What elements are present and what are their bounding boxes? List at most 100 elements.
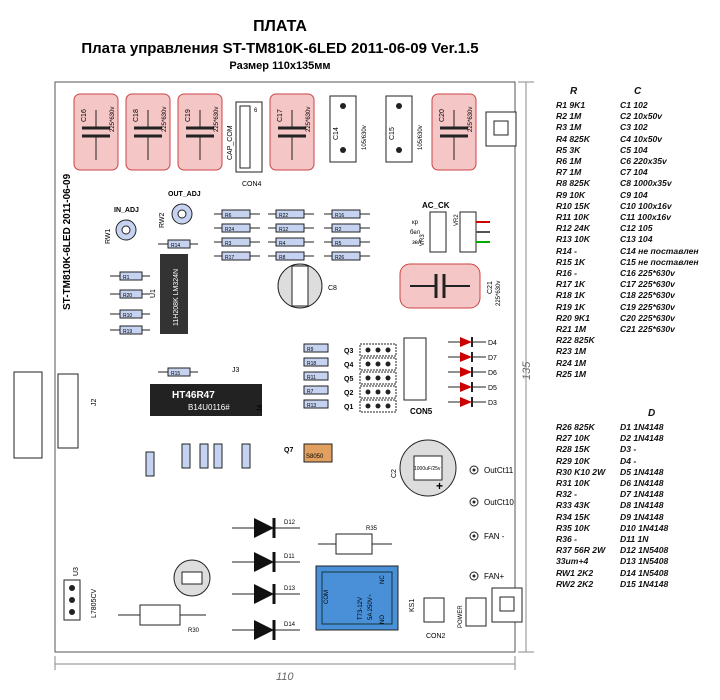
bom-r-cell: R22 825K bbox=[556, 335, 595, 346]
svg-text:T73-12V: T73-12V bbox=[358, 597, 364, 620]
svg-text:105/630v: 105/630v bbox=[418, 125, 424, 150]
svg-text:R8: R8 bbox=[279, 255, 286, 261]
svg-text:D4: D4 bbox=[488, 340, 497, 347]
power-connector: POWER bbox=[458, 597, 487, 628]
svg-text:C19: C19 bbox=[185, 109, 192, 122]
bom-r-cell: RW2 2K2 bbox=[556, 578, 594, 589]
svg-text:R3: R3 bbox=[225, 241, 232, 247]
bom-c-cell: C11 100x16v bbox=[620, 212, 671, 222]
bom-d-cell: D8 1N4148 bbox=[620, 500, 664, 511]
power-diode-d13: D13 bbox=[232, 584, 300, 604]
resistor-r4: R4 bbox=[268, 237, 314, 247]
svg-text:R17: R17 bbox=[225, 255, 234, 261]
svg-text:R14: R14 bbox=[171, 243, 180, 249]
bom-d-cell: D3 - bbox=[620, 444, 637, 455]
svg-text:1000uF/25v: 1000uF/25v bbox=[414, 466, 441, 472]
svg-text:R26: R26 bbox=[335, 255, 344, 261]
svg-text:D11: D11 bbox=[284, 554, 295, 560]
bom-r-cell: R33 43K bbox=[556, 500, 590, 511]
bom-r-cell: R18 1K bbox=[556, 290, 586, 301]
bom-r-cell: R31 10K bbox=[556, 478, 590, 488]
small-part-4 bbox=[241, 443, 251, 469]
svg-text:R9: R9 bbox=[307, 347, 314, 353]
transistor-q4: Q4 bbox=[344, 357, 397, 371]
transistor-q3: Q3 bbox=[344, 343, 397, 357]
svg-text:R11: R11 bbox=[307, 375, 316, 381]
bom-r-cell: R15 1K bbox=[556, 256, 586, 267]
bom-r-cell: R12 24K bbox=[556, 223, 590, 234]
small-part-3 bbox=[213, 443, 223, 469]
bom-r-cell: R28 15K bbox=[556, 444, 590, 455]
svg-text:D6: D6 bbox=[488, 370, 497, 377]
page-title: ПЛАТА bbox=[253, 18, 307, 35]
bom-r-cell: R4 825K bbox=[556, 133, 590, 144]
bom-d-cell: D1 1N4148 bbox=[620, 422, 664, 432]
bom-rc-row: R16 -C16 225*630v bbox=[556, 268, 716, 279]
bom-rd-row: R28 15K D3 - bbox=[556, 444, 716, 455]
svg-text:HT46R47: HT46R47 bbox=[172, 390, 215, 401]
svg-text:225*630v: 225*630v bbox=[306, 107, 312, 132]
j3-label: J3 bbox=[232, 367, 240, 374]
power-diode-d11: D11 bbox=[232, 552, 300, 572]
resistor-r2: R2 bbox=[324, 223, 370, 233]
output-0: OutCt11 bbox=[469, 465, 514, 475]
transistor-q1: Q1 bbox=[344, 399, 397, 413]
bom-c-cell: C17 225*630v bbox=[620, 279, 675, 290]
bom-r-cell: 33uт+4 bbox=[556, 556, 589, 567]
small-part-0 bbox=[145, 451, 155, 477]
diode-d4: D4 bbox=[448, 337, 497, 347]
bom-r-cell: R32 - bbox=[556, 489, 578, 500]
bom-d-cell: D5 1N4148 bbox=[620, 466, 664, 477]
svg-text:OutCt11: OutCt11 bbox=[484, 466, 514, 475]
c15-capacitor: C15 105/630v bbox=[385, 95, 424, 163]
svg-text:S8050: S8050 bbox=[306, 454, 324, 460]
svg-text:R5: R5 bbox=[335, 241, 342, 247]
svg-text:R6: R6 bbox=[225, 213, 232, 219]
svg-text:C2: C2 bbox=[391, 469, 398, 478]
svg-text:RW2: RW2 bbox=[159, 212, 166, 228]
svg-text:CON2: CON2 bbox=[426, 633, 446, 640]
svg-text:D12: D12 bbox=[284, 520, 296, 526]
svg-text:225*630v: 225*630v bbox=[162, 107, 168, 132]
svg-text:B14U0116#: B14U0116# bbox=[188, 403, 230, 412]
svg-text:C16: C16 bbox=[81, 109, 88, 122]
svg-text:R13: R13 bbox=[307, 403, 316, 409]
bom-r-cell: R27 10K bbox=[556, 433, 590, 444]
bom-c-cell: C6 220x35v bbox=[620, 156, 667, 166]
svg-text:IN_ADJ: IN_ADJ bbox=[114, 207, 139, 214]
svg-text:225*630v: 225*630v bbox=[468, 107, 474, 132]
svg-text:KS1: KS1 bbox=[409, 599, 416, 612]
resistor-r15: R15 bbox=[158, 367, 198, 377]
svg-text:D5: D5 bbox=[488, 385, 497, 392]
svg-text:J2: J2 bbox=[91, 399, 98, 407]
bom-r-cell: R8 825K bbox=[556, 178, 590, 189]
resistor-r22: R22 bbox=[268, 209, 314, 219]
resistor-r10: R10 bbox=[110, 309, 150, 319]
bom-r-cell: R23 1M bbox=[556, 346, 587, 357]
resistor-r9: R9 bbox=[303, 343, 329, 353]
bom-r-cell: R6 1M bbox=[556, 156, 582, 166]
bom-rc-row: R23 1M bbox=[556, 346, 716, 357]
svg-text:R18: R18 bbox=[307, 361, 316, 367]
bom-r-cell: R13 10K bbox=[556, 234, 590, 245]
svg-text:C17: C17 bbox=[277, 109, 284, 122]
svg-text:R30: R30 bbox=[188, 628, 200, 634]
bom-r-cell: R37 56R 2W bbox=[556, 545, 606, 556]
svg-text:Q7: Q7 bbox=[284, 447, 293, 454]
bom-col-c: C bbox=[634, 86, 642, 97]
bom-r-cell: R7 1M bbox=[556, 167, 582, 178]
